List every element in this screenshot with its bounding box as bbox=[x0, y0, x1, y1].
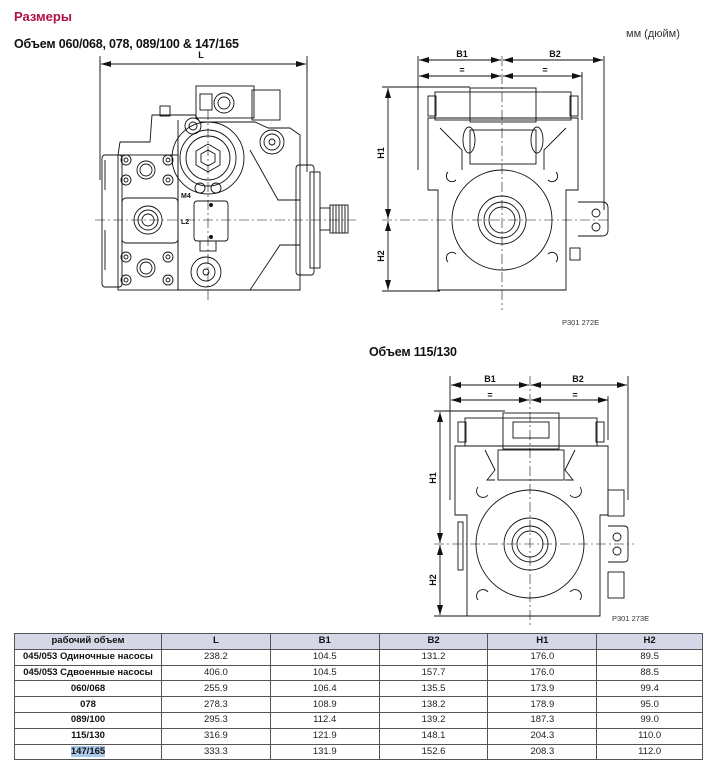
table-header-row: рабочий объем L B1 B2 H1 H2 bbox=[14, 633, 703, 650]
displacement-label: 078 bbox=[80, 698, 96, 710]
cell-h2: 95.0 bbox=[596, 696, 703, 713]
cell-l: 406.0 bbox=[161, 664, 271, 682]
dimension-label-b2: B2 bbox=[572, 374, 584, 384]
displacement-label: 147/165 bbox=[70, 745, 106, 757]
cell-b2: 157.7 bbox=[378, 664, 489, 682]
header-b2: B2 bbox=[378, 633, 489, 650]
cell-displacement: 045/053 Сдвоенные насосы bbox=[14, 664, 162, 682]
cell-displacement: 060/068 bbox=[14, 680, 162, 698]
cell-b2: 135.5 bbox=[378, 680, 489, 698]
equal-sign-b1: = bbox=[487, 390, 492, 400]
cell-h2: 110.0 bbox=[596, 727, 703, 745]
dimension-label-h1: H1 bbox=[428, 472, 438, 484]
cell-b1: 106.4 bbox=[269, 680, 380, 698]
cell-l: 333.3 bbox=[161, 743, 271, 761]
units-label: мм (дюйм) bbox=[626, 28, 680, 40]
cell-h1: 176.0 bbox=[487, 648, 598, 666]
cell-b2: 138.2 bbox=[378, 696, 489, 713]
displacement-label: 089/100 bbox=[70, 714, 106, 726]
cell-b1: 104.5 bbox=[269, 648, 380, 666]
drawing-code-2: P301 273E bbox=[612, 614, 650, 623]
equal-sign-b2: = bbox=[542, 65, 547, 75]
cell-l: 255.9 bbox=[161, 680, 271, 698]
cell-b2: 131.2 bbox=[378, 648, 489, 666]
cell-displacement: 089/100 bbox=[14, 711, 162, 729]
cell-l: 278.3 bbox=[161, 696, 271, 713]
section-title: Размеры bbox=[14, 9, 72, 24]
cell-b2: 139.2 bbox=[378, 711, 489, 729]
header-b1: B1 bbox=[269, 633, 380, 650]
cell-h2: 88.5 bbox=[596, 664, 703, 682]
cell-h2: 99.4 bbox=[596, 680, 703, 698]
port-label-l2: L2 bbox=[181, 219, 189, 226]
cell-h1: 176.0 bbox=[487, 664, 598, 682]
cell-h2: 112.0 bbox=[596, 743, 703, 761]
pump-front-view-drawing: B1 B2 = = H1 H2 bbox=[376, 49, 610, 310]
cell-b1: 112.4 bbox=[269, 711, 380, 729]
cell-b1: 104.5 bbox=[269, 664, 380, 682]
cell-l: 316.9 bbox=[161, 727, 271, 745]
dimension-label-h2: H2 bbox=[376, 250, 386, 262]
cell-h2: 99.0 bbox=[596, 711, 703, 729]
cell-h1: 204.3 bbox=[487, 727, 598, 745]
cell-displacement: 045/053 Одиночные насосы bbox=[14, 648, 162, 666]
pump-side-view-drawing: L M4 L2 bbox=[95, 50, 356, 300]
displacement-label: 115/130 bbox=[71, 730, 105, 742]
cell-l: 238.2 bbox=[161, 648, 271, 666]
dimension-label-h1: H1 bbox=[376, 147, 386, 159]
header-l: L bbox=[161, 633, 271, 650]
dimension-label-b2: B2 bbox=[549, 49, 561, 59]
figure2-title: Объем 115/130 bbox=[369, 345, 457, 359]
cell-h1: 178.9 bbox=[487, 696, 598, 713]
pump-115-130-front-view-drawing: B1 B2 = = H1 H2 bbox=[428, 374, 634, 625]
displacement-label: 045/053 Сдвоенные насосы bbox=[23, 666, 153, 678]
displacement-label: 060/068 bbox=[70, 682, 106, 694]
dimensions-table: рабочий объем L B1 B2 H1 H2 045/053 Один… bbox=[14, 633, 703, 761]
cell-h1: 208.3 bbox=[487, 743, 598, 761]
cell-displacement: 115/130 bbox=[14, 727, 162, 745]
dimension-label-b1: B1 bbox=[456, 49, 468, 59]
dimension-label-b1: B1 bbox=[484, 374, 496, 384]
cell-b1: 121.9 bbox=[269, 727, 380, 745]
cell-b2: 152.6 bbox=[378, 743, 489, 761]
equal-sign-b2: = bbox=[572, 390, 577, 400]
figure1-title: Объем 060/068, 078, 089/100 & 147/165 bbox=[14, 37, 239, 51]
header-h1: H1 bbox=[487, 633, 598, 650]
cell-b1: 108.9 bbox=[269, 696, 380, 713]
displacement-label: 045/053 Одиночные насосы bbox=[23, 651, 153, 663]
header-displacement: рабочий объем bbox=[14, 633, 162, 650]
cell-l: 295.3 bbox=[161, 711, 271, 729]
cell-b1: 131.9 bbox=[269, 743, 380, 761]
dimension-label-h2: H2 bbox=[428, 574, 438, 586]
dimension-label-l: L bbox=[198, 50, 204, 60]
equal-sign-b1: = bbox=[459, 65, 464, 75]
cell-h1: 173.9 bbox=[487, 680, 598, 698]
cell-b2: 148.1 bbox=[378, 727, 489, 745]
cell-displacement: 147/165 bbox=[14, 743, 162, 761]
drawing-code-1: P301 272E bbox=[562, 318, 600, 327]
cell-h2: 89.5 bbox=[596, 648, 703, 666]
header-h2: H2 bbox=[596, 633, 703, 650]
cell-h1: 187.3 bbox=[487, 711, 598, 729]
port-label-m4: M4 bbox=[181, 193, 191, 200]
cell-displacement: 078 bbox=[14, 696, 162, 713]
